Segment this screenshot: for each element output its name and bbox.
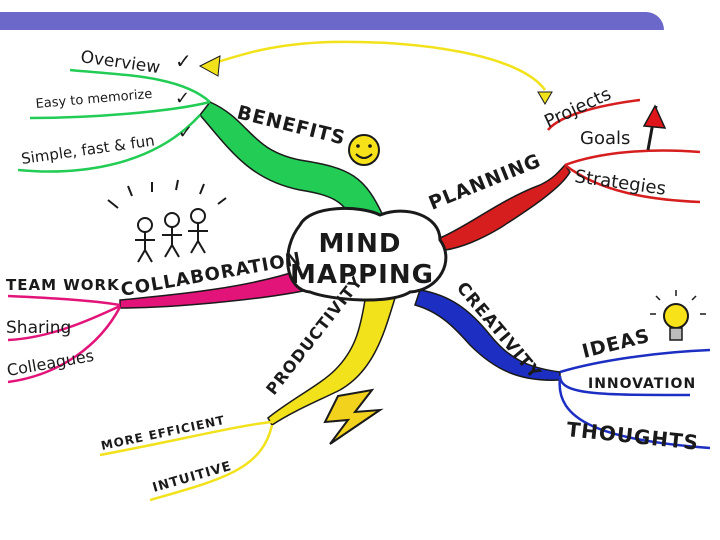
creativity-item-innovation: INNOVATION bbox=[588, 376, 696, 392]
check-mark-2: ✓ bbox=[175, 88, 190, 109]
team-icon bbox=[108, 180, 226, 262]
collaboration-item-teamwork: TEAM WORK bbox=[6, 276, 120, 294]
collaboration-item-colleagues: Colleagues bbox=[5, 346, 95, 380]
center-title-line1: MIND bbox=[319, 229, 402, 259]
benefits-item-simple: Simple, fast & fun bbox=[20, 131, 156, 168]
benefits-item-easy: Easy to memorize bbox=[35, 87, 153, 112]
check-mark-3: ✓ bbox=[178, 122, 193, 143]
planning-item-strategies: Strategies bbox=[573, 166, 667, 200]
projects-to-overview-arrow bbox=[205, 42, 545, 90]
arrowhead-down bbox=[538, 92, 552, 104]
check-mark-1: ✓ bbox=[175, 49, 192, 73]
smiley-icon bbox=[349, 135, 379, 165]
lightning-icon bbox=[325, 390, 380, 444]
flag-icon bbox=[644, 106, 665, 150]
planning-item-projects: Projects bbox=[541, 84, 614, 133]
lightbulb-icon bbox=[650, 290, 706, 340]
planning-item-goals: Goals bbox=[580, 128, 630, 149]
collaboration-item-sharing: Sharing bbox=[6, 318, 71, 338]
creativity-item-thoughts: THOUGHTS bbox=[565, 417, 700, 455]
arrowhead-left bbox=[200, 56, 220, 76]
creativity-item-ideas: IDEAS bbox=[580, 325, 652, 363]
